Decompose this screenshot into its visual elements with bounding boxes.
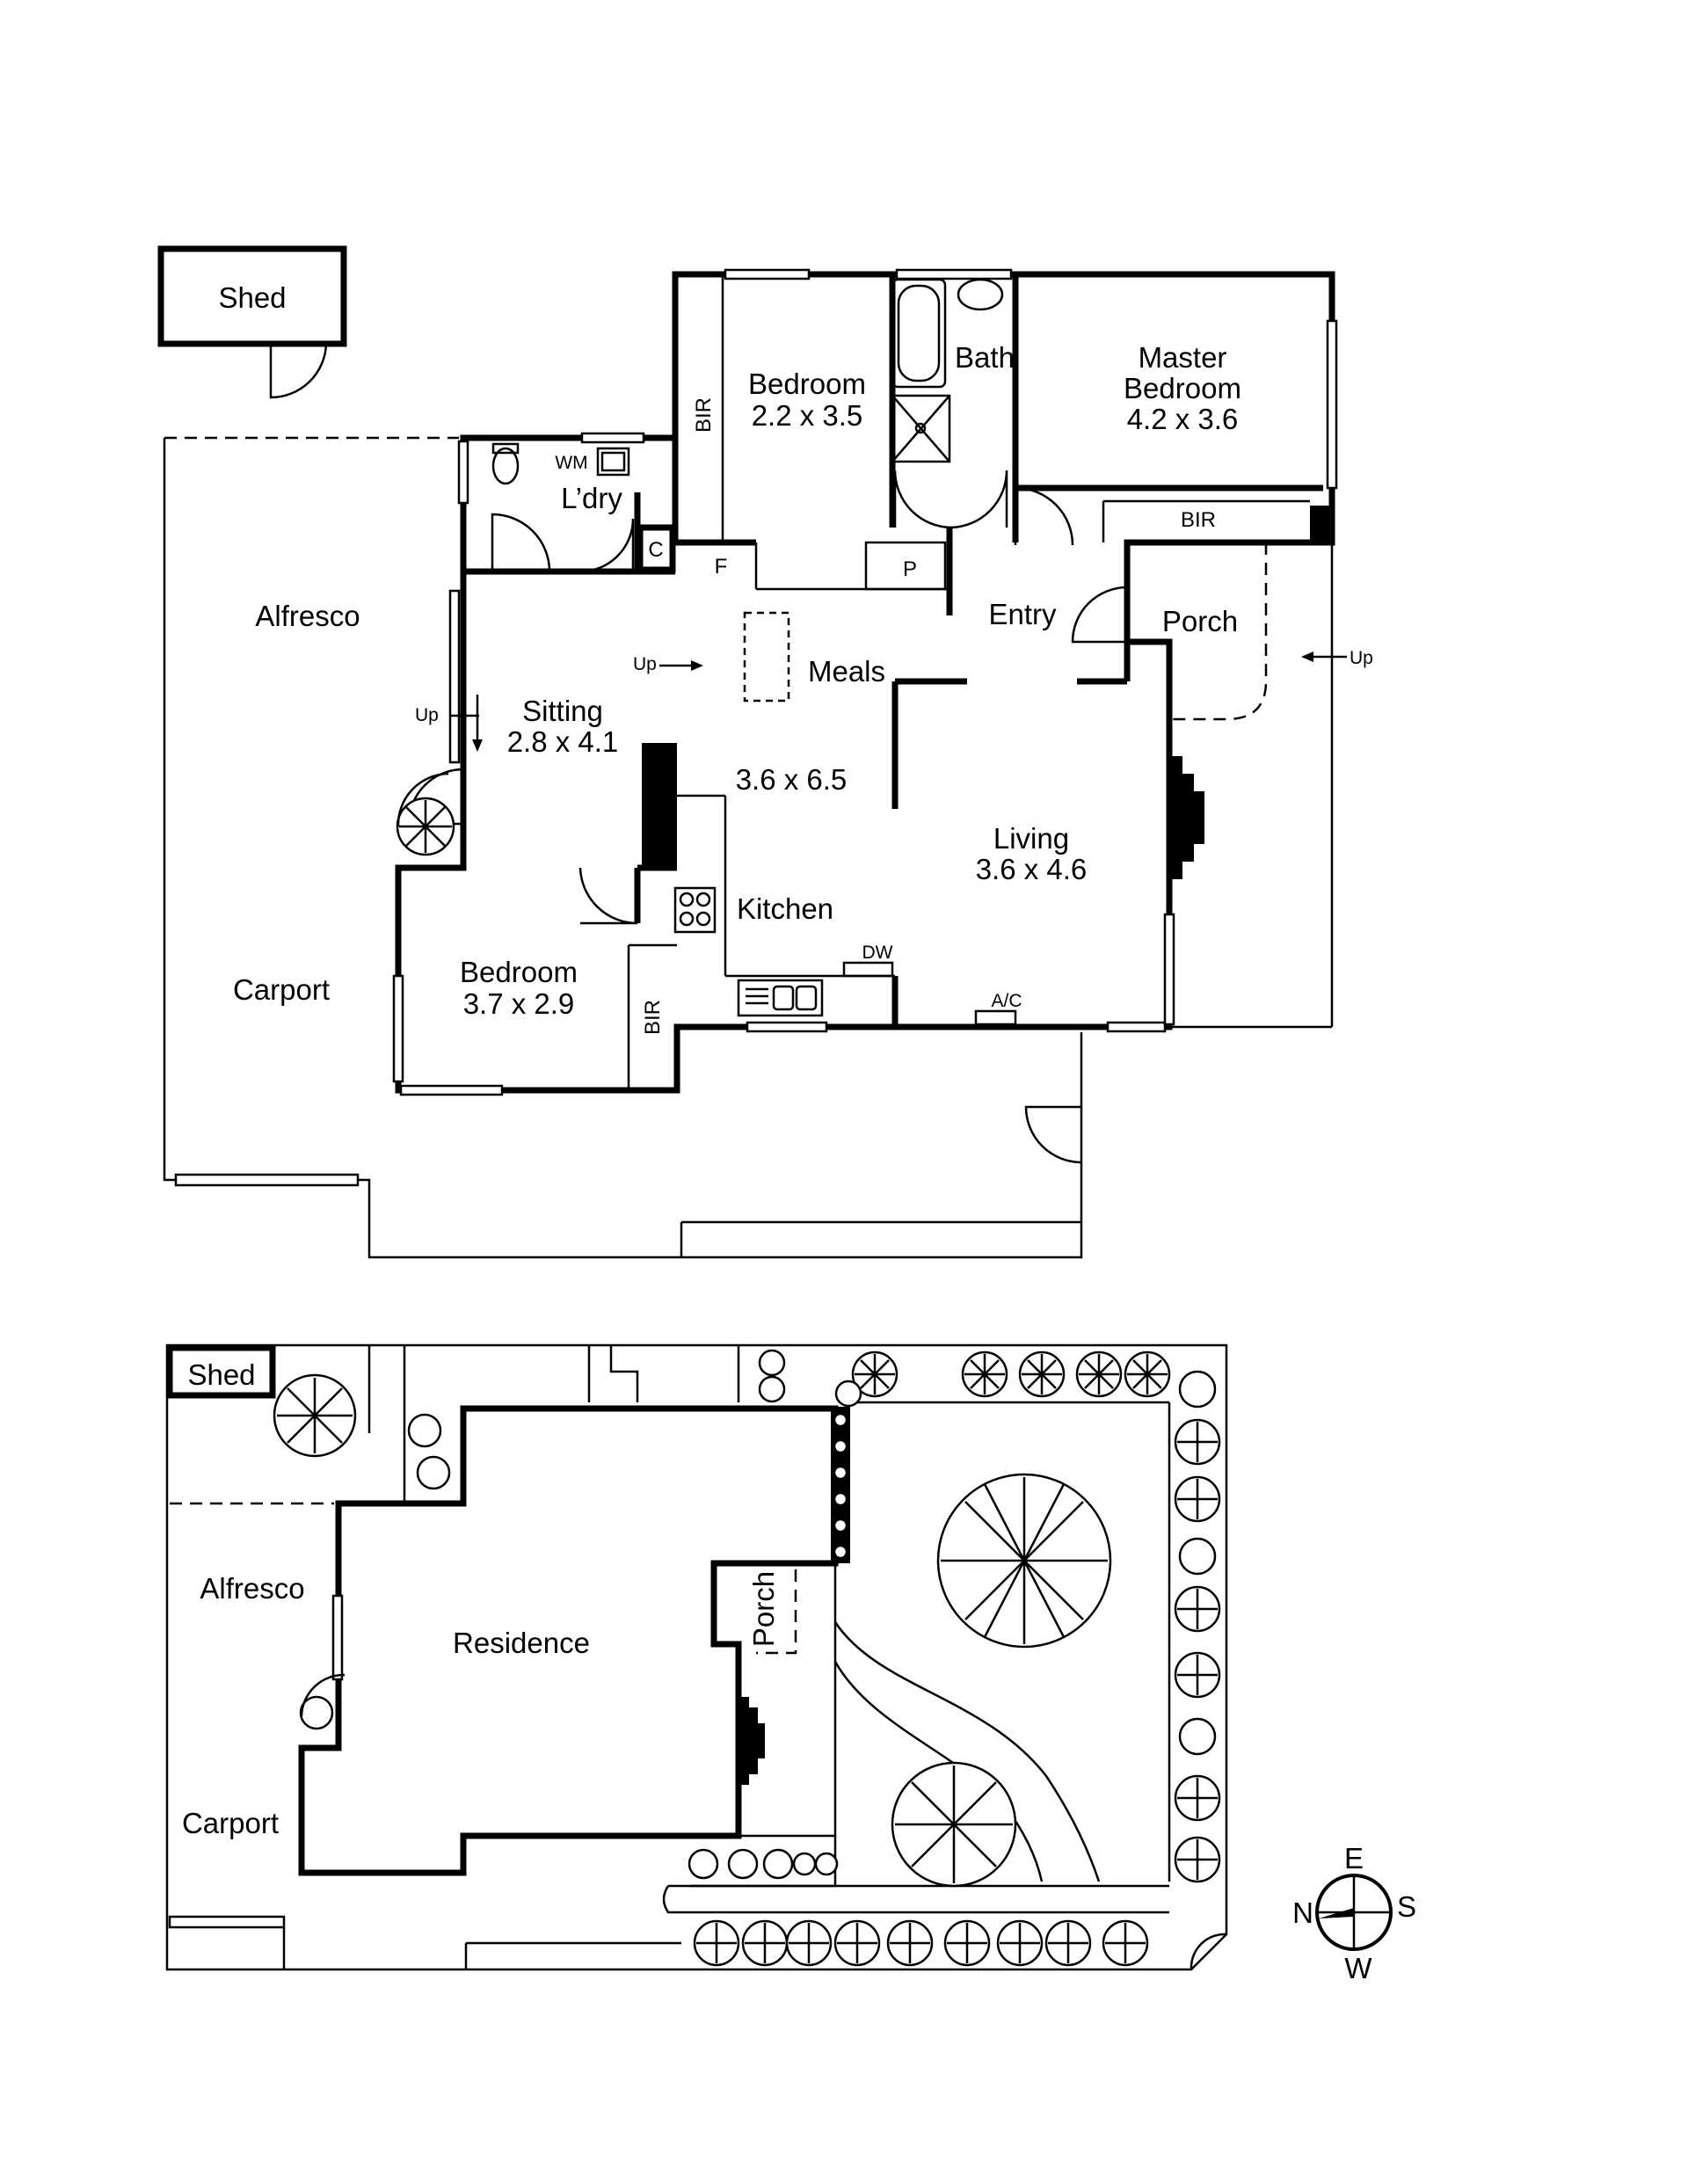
site-carport-label: Carport bbox=[182, 1807, 279, 1839]
tree-icon bbox=[396, 797, 455, 856]
shed: Shed bbox=[157, 245, 347, 399]
site-plan: Shed Residence Porch Alfresco Carport bbox=[165, 1343, 1416, 1984]
laundry-label: L’dry bbox=[561, 482, 622, 514]
pantry-label: P bbox=[903, 557, 917, 581]
sitting-up-label: Up bbox=[415, 705, 439, 725]
bedroom2-size: 2.2 x 3.5 bbox=[752, 399, 863, 432]
compass-icon: E N S W bbox=[1292, 1842, 1416, 1984]
shrub-bottom-row bbox=[688, 1848, 1149, 1967]
bathtub-icon bbox=[891, 278, 947, 389]
sitting-name: Sitting bbox=[522, 695, 603, 727]
site-boundary bbox=[165, 1343, 1228, 1971]
site-shed bbox=[166, 1344, 276, 1399]
compass-north: N bbox=[1292, 1896, 1313, 1929]
master-bedroom-line1: Master bbox=[1139, 341, 1227, 374]
shed-label: Shed bbox=[218, 281, 286, 314]
large-tree-icon bbox=[936, 1473, 1112, 1649]
meals-label: Meals bbox=[808, 655, 885, 688]
carport-label: Carport bbox=[233, 973, 330, 1006]
floor-plan: Shed Alfresco Carport Up bbox=[157, 245, 1373, 1259]
residence-label: Residence bbox=[453, 1627, 590, 1659]
bir-master-label: BIR bbox=[1181, 508, 1216, 532]
cooktop-icon bbox=[673, 886, 717, 934]
meals-table bbox=[743, 611, 790, 703]
sitting-size: 2.8 x 4.1 bbox=[507, 725, 619, 758]
windows bbox=[392, 268, 1338, 1096]
living-name: Living bbox=[993, 822, 1069, 855]
bedroom3-name: Bedroom bbox=[460, 956, 578, 988]
fireplace bbox=[1169, 756, 1204, 879]
fridge-label: F bbox=[715, 555, 728, 579]
cupboard-label: C bbox=[648, 538, 663, 562]
master-bedroom-line2: Bedroom bbox=[1124, 372, 1241, 404]
aircon-unit bbox=[974, 1009, 1017, 1026]
dw-label: DW bbox=[862, 943, 893, 963]
entry-label: Entry bbox=[988, 598, 1057, 630]
laundry-tub-icon bbox=[596, 447, 630, 477]
site-alfresco-label: Alfresco bbox=[200, 1572, 304, 1605]
bath-label: Bath bbox=[955, 341, 1015, 374]
toilet-icon bbox=[491, 447, 520, 485]
floor-plan-labels: Bedroom 2.2 x 3.5 Bath Master Bedroom 4.… bbox=[415, 341, 1241, 1035]
compass-west: W bbox=[1344, 1952, 1372, 1984]
bedroom3-size: 3.7 x 2.9 bbox=[463, 987, 575, 1020]
residence-footprint bbox=[298, 1405, 839, 1876]
cupboard bbox=[637, 524, 676, 573]
master-bedroom-size: 4.2 x 3.6 bbox=[1127, 403, 1239, 435]
meals-up-label: Up bbox=[633, 654, 657, 674]
kitchen-label: Kitchen bbox=[737, 892, 833, 925]
bedroom2-name: Bedroom bbox=[748, 368, 866, 400]
sink-icon bbox=[737, 979, 824, 1017]
bir-bedroom3-label: BIR bbox=[641, 1000, 665, 1035]
carport-gate bbox=[174, 1173, 360, 1187]
hedge-porch-side bbox=[831, 1407, 850, 1563]
large-tree-icon bbox=[891, 1761, 1017, 1888]
tree-icon bbox=[273, 1373, 357, 1458]
bir-bedroom2-label: BIR bbox=[692, 397, 716, 433]
porch-label: Porch bbox=[1162, 605, 1238, 637]
doors bbox=[407, 470, 1128, 925]
alfresco-carport-outline: Alfresco Carport bbox=[163, 436, 1083, 1259]
carport-gate bbox=[168, 1915, 286, 1929]
chimney-kitchen bbox=[642, 743, 677, 870]
shower-icon bbox=[891, 394, 951, 463]
compass-south: S bbox=[1397, 1890, 1416, 1923]
porch-up-label: Up bbox=[1350, 648, 1373, 668]
kitchen-meals-size: 3.6 x 6.5 bbox=[736, 763, 848, 796]
side-path-outline: Up bbox=[1169, 542, 1373, 1029]
compass-east: E bbox=[1344, 1842, 1364, 1875]
ac-label: A/C bbox=[991, 991, 1022, 1011]
wm-label: WM bbox=[555, 453, 587, 473]
alfresco-label: Alfresco bbox=[255, 600, 360, 632]
site-shed-label: Shed bbox=[187, 1358, 255, 1391]
site-porch-label: Porch bbox=[747, 1571, 780, 1647]
fixtures bbox=[396, 278, 1017, 1026]
shrub-near-residence bbox=[299, 1413, 451, 1730]
shrub-top-row bbox=[758, 1349, 1171, 1408]
living-size: 3.6 x 4.6 bbox=[976, 853, 1088, 885]
basin-icon bbox=[957, 278, 1004, 311]
interior-walls bbox=[398, 274, 1332, 1090]
shrub-right-column bbox=[1174, 1370, 1221, 1883]
dishwasher bbox=[842, 961, 894, 978]
